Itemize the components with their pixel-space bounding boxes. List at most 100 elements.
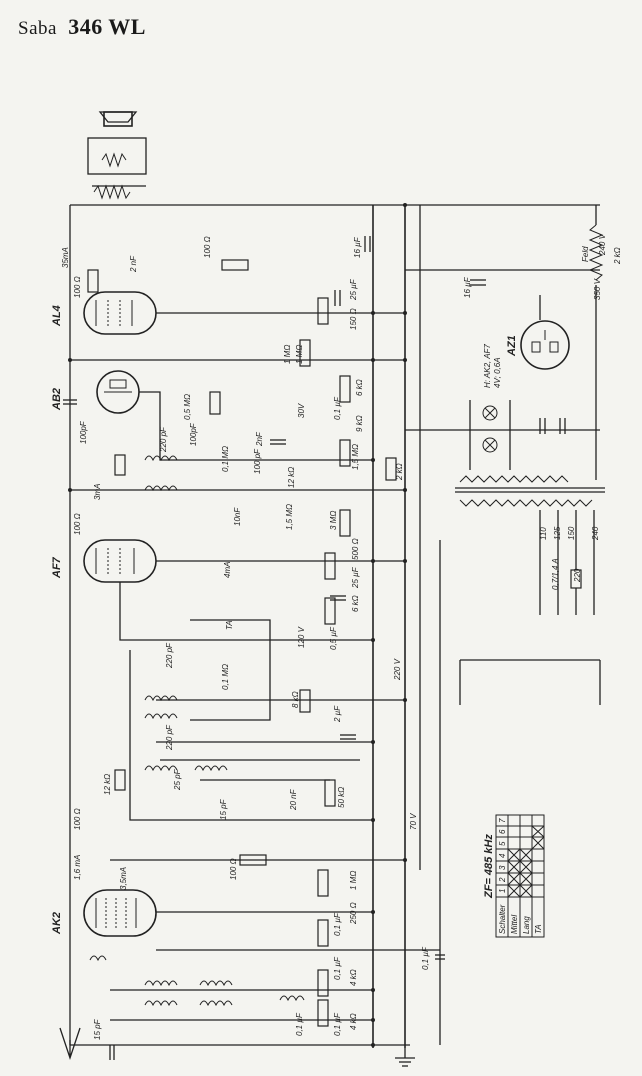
label-r12k: 12 kΩ — [287, 467, 296, 488]
switch-table-header-7: 7 — [498, 818, 507, 823]
antenna-symbol — [59, 1027, 81, 1061]
page-title: Saba 346 WL — [18, 14, 146, 40]
label-r100-b: 100 Ω — [229, 858, 238, 880]
label-mains-110: 110 — [539, 527, 548, 540]
label-r8k: 8 kΩ — [291, 691, 300, 708]
switch-table-x-mark — [531, 825, 545, 838]
label-c25pf: 25 pF — [173, 768, 182, 791]
switch-table-header-4: 4 — [498, 853, 507, 858]
label-r2k: 2 kΩ — [613, 247, 622, 265]
label-c15pf-ant: 15 pF — [93, 1018, 102, 1040]
label-r1m-a: 1 MΩ — [283, 345, 292, 364]
switch-table-header-6: 6 — [498, 829, 507, 834]
label-c100pf-b: 100pF — [189, 422, 198, 446]
label-r250: 250 Ω — [349, 902, 358, 925]
label-c100pf-c: 100 pF — [253, 448, 262, 474]
label-r150: 150 Ω — [349, 308, 358, 330]
label-v30: 30V — [297, 403, 306, 418]
component-labels: 35mA 100 Ω 100 Ω 2 nF 16 µF 16 µF 25 µF … — [61, 233, 622, 1040]
switch-table-x-mark — [507, 872, 521, 886]
switch-table-row-mittel: Mittel — [510, 915, 519, 934]
ground-symbol — [395, 1048, 415, 1067]
switch-table-x-mark — [519, 848, 533, 862]
label-r05m: 0,5 MΩ — [183, 394, 192, 420]
tube-ab2 — [96, 370, 140, 414]
label-r100-ak2: 100 Ω — [73, 808, 82, 830]
label-c15pf: 15 pF — [219, 798, 228, 820]
label-c16uf-mid: 16 µF — [463, 276, 472, 298]
label-r01m: 0,1 MΩ — [221, 446, 230, 472]
label-r4k-a: 4 kΩ — [349, 969, 358, 986]
label-i3ma: 3mA — [93, 484, 102, 500]
model-name: 346 WL — [68, 14, 146, 39]
label-c220pf-c: 220 pF — [165, 724, 174, 751]
switch-table-header-5: 5 — [498, 841, 507, 846]
label-c25uf-al4: 25 µF — [349, 278, 358, 301]
label-fuse: 0,7/1,4 A — [551, 558, 560, 590]
label-zf: ZF= 485 kHz — [483, 834, 495, 899]
label-mains-240: 240 — [591, 526, 600, 541]
mains-transformer — [455, 475, 605, 705]
label-c01uf-b: 0,1 µF — [333, 912, 342, 936]
label-r15m-b: 1,5 MΩ — [285, 504, 294, 530]
label-lamp-note: H: AK2, AF7 — [483, 344, 492, 388]
label-i35ma-ak2: 3,5mA — [119, 867, 128, 890]
label-mains-125: 125 — [553, 526, 562, 540]
label-r4k-b: 4 kΩ — [349, 1013, 358, 1030]
label-r100: 100 Ω — [203, 236, 212, 258]
label-switch-ta: TA — [225, 620, 234, 630]
label-c01uf-c: 0,1 µF — [421, 946, 430, 970]
tube-ak2 — [83, 889, 157, 937]
label-c01uf-d: 0,1 µF — [333, 956, 342, 980]
label-35ma: 35mA — [61, 247, 70, 268]
switch-table: Schalter 1 2 3 4 5 6 7 Mittel Lang TA — [495, 814, 545, 938]
junction-dots — [68, 203, 407, 1047]
af7-label: AF7 — [51, 556, 63, 579]
label-v240: 240 V — [598, 233, 607, 256]
switch-table-x-mark — [519, 884, 533, 898]
switch-table-header-3: 3 — [498, 865, 507, 870]
switch-table-x-mark — [531, 836, 545, 850]
az1-label: AZ1 — [506, 335, 518, 357]
label-v220: 220 V — [393, 658, 402, 681]
label-r100-af7: 100 Ω — [73, 513, 82, 535]
label-c20nf: 20 nF — [289, 788, 298, 811]
label-c01uf-f: 0,1 µF — [295, 1012, 304, 1036]
switch-table-marks — [507, 825, 545, 898]
label-v350: 350 V — [593, 278, 602, 300]
label-r6k-b: 6 kΩ — [351, 595, 360, 612]
switch-table-header-1: 1 — [498, 889, 507, 893]
ak2-label: AK2 — [51, 912, 63, 935]
switch-table-row-ta: TA — [534, 924, 543, 934]
switch-table-x-mark — [507, 848, 521, 862]
switch-table-x-mark — [507, 884, 521, 898]
switch-table-x-mark — [519, 872, 533, 886]
label-r500: 500 Ω — [351, 538, 360, 560]
tube-af7 — [83, 539, 157, 583]
switch-table-x-mark — [519, 860, 533, 874]
label-c01uf-a: 0,1 µF — [333, 396, 342, 420]
label-i16ma: 1,6 mA — [73, 855, 82, 880]
switch-table-row-lang: Lang — [522, 916, 531, 934]
label-i4ma: 4mA — [223, 562, 232, 578]
tube-az1 — [520, 320, 570, 370]
label-mains-150: 150 — [567, 526, 576, 540]
maker-name: Saba — [18, 18, 57, 39]
label-r15m: 1,5 MΩ — [351, 444, 360, 470]
rf-coils — [89, 455, 305, 1007]
label-c01uf-e: 0,1 µF — [333, 1012, 342, 1036]
al4-label: AL4 — [51, 305, 63, 327]
label-r12k-b: 12 kΩ — [103, 774, 112, 795]
label-r2k-pot: 2 kΩ — [395, 463, 404, 481]
label-c16uf-top: 16 µF — [353, 236, 362, 258]
tube-al4 — [83, 291, 157, 335]
label-r01m-b: 0,1 MΩ — [221, 664, 230, 690]
label-r3m: 3 MΩ — [329, 511, 338, 530]
signal-wiring — [70, 205, 600, 1045]
label-r1m-b: 1 MΩ — [295, 345, 304, 364]
label-r50k: 50 kΩ — [337, 787, 346, 808]
label-v120: 120 V — [297, 626, 306, 648]
label-c2uf: 2 µF — [333, 705, 342, 723]
